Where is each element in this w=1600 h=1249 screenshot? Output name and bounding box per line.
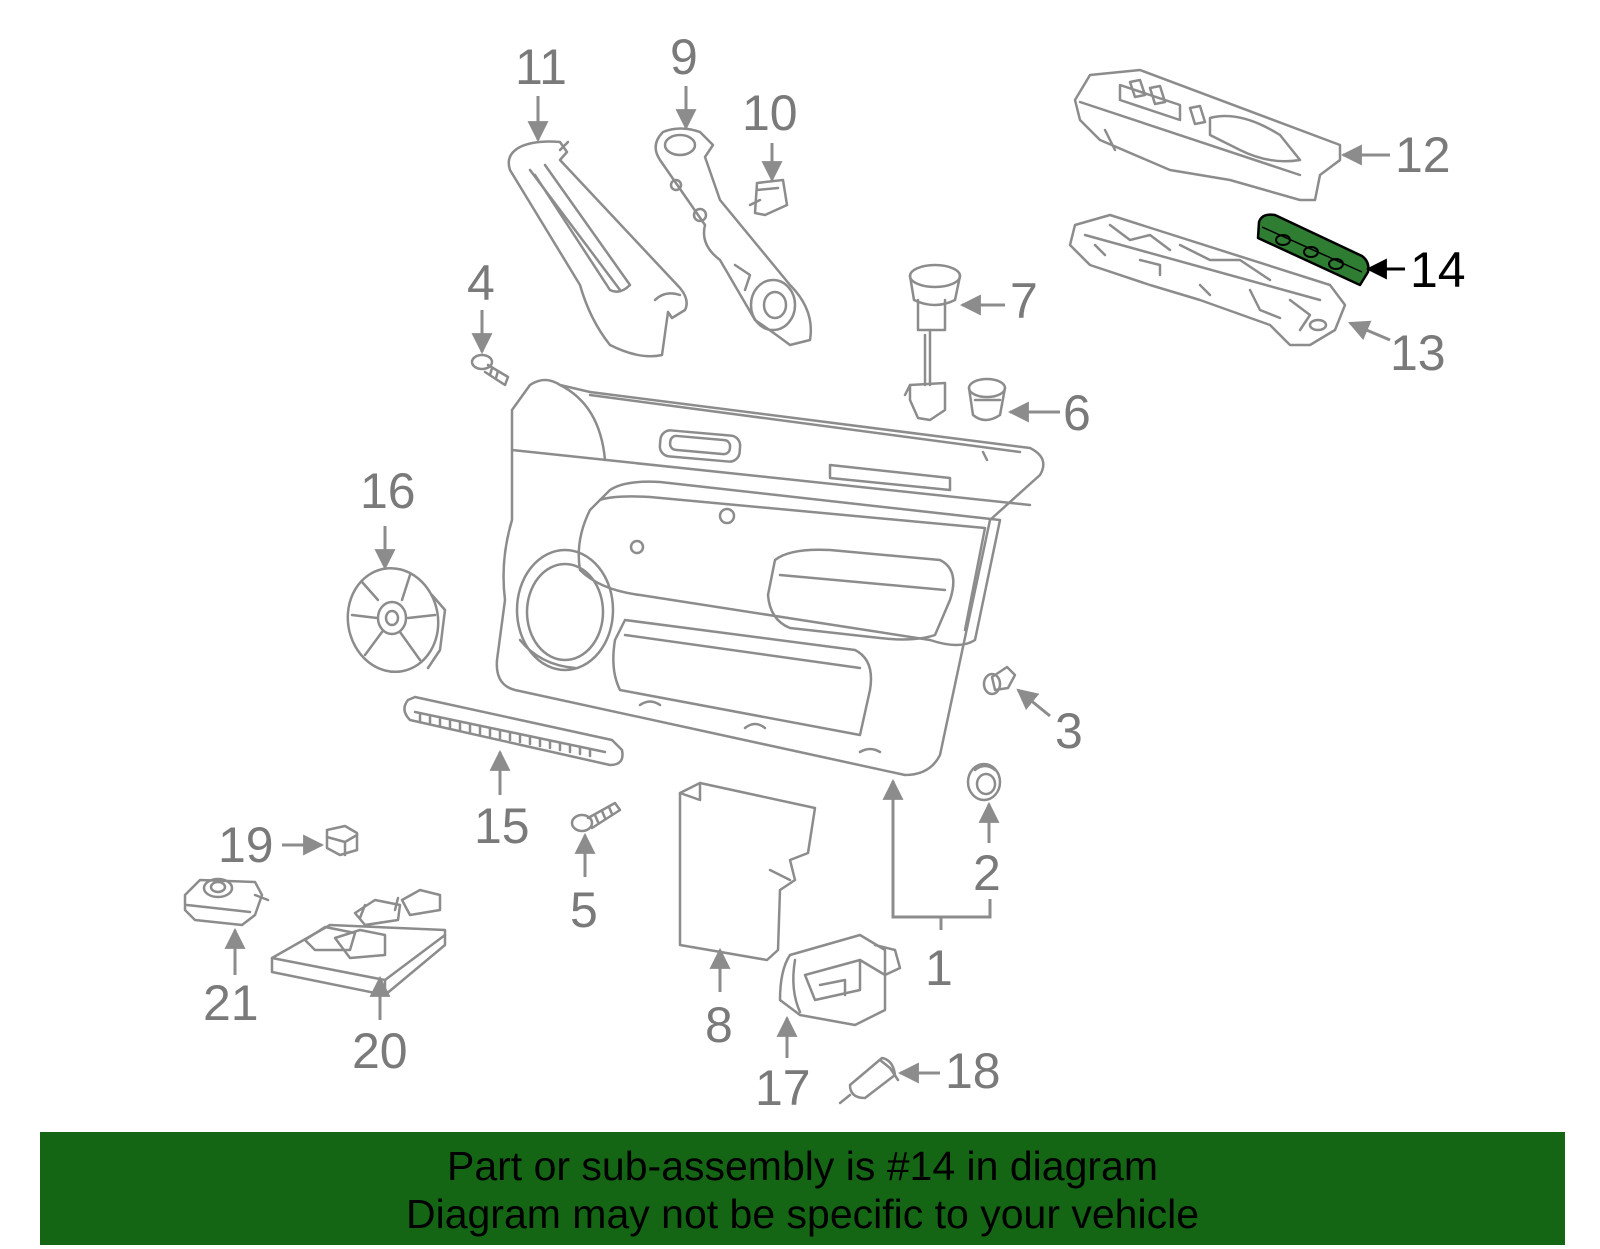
part-label-21: 21: [203, 975, 259, 1031]
clip-19: [325, 824, 359, 857]
panel-insert-8: [678, 781, 817, 962]
part-label-19: 19: [218, 817, 274, 873]
bulb-18: [838, 1056, 900, 1105]
part-label-18: 18: [945, 1043, 1001, 1099]
part-label-12: 12: [1395, 127, 1451, 183]
banner-line-1: Part or sub-assembly is #14 in diagram: [447, 1143, 1158, 1189]
door-trim-panel: [495, 378, 1045, 777]
part-label-3: 3: [1055, 703, 1083, 759]
switch-panel-14-highlighted: [1256, 213, 1370, 287]
part-label-20: 20: [352, 1023, 408, 1079]
part-label-4: 4: [467, 255, 495, 311]
parts-diagram: 11 9 10 12 14 13 4 7 6 16 3 15 2 5 1 19 …: [183, 29, 1466, 1116]
grommet-2: [966, 762, 1002, 802]
screw-4: [470, 353, 510, 387]
part-label-10: 10: [742, 85, 798, 141]
part-label-9: 9: [670, 29, 698, 85]
armrest-base-13: [1068, 213, 1347, 347]
part-label-2: 2: [973, 845, 1001, 901]
screw-5: [570, 801, 622, 833]
info-banner: Part or sub-assembly is #14 in diagram D…: [40, 1132, 1565, 1245]
weatherstrip-15: [403, 695, 624, 767]
part-label-7: 7: [1010, 273, 1038, 329]
part-label-8: 8: [705, 997, 733, 1053]
part-label-13: 13: [1390, 325, 1446, 381]
part-label-14: 14: [1410, 242, 1466, 298]
part-label-15: 15: [474, 798, 530, 854]
window-switch-20: [270, 888, 447, 997]
switch-housing-17: [778, 933, 902, 1027]
bushing-6: [967, 377, 1007, 422]
part-label-6: 6: [1063, 385, 1091, 441]
banner-line-2: Diagram may not be specific to your vehi…: [405, 1191, 1199, 1237]
part-label-5: 5: [570, 882, 598, 938]
part-label-11: 11: [515, 39, 567, 95]
part-label-16: 16: [360, 463, 416, 519]
switch-bezel-12: [1073, 68, 1342, 202]
part-label-1: 1: [925, 940, 953, 996]
part-label-17: 17: [755, 1060, 811, 1116]
switch-21: [183, 877, 270, 927]
handle-bracket: [654, 127, 813, 347]
clip-10: [748, 178, 789, 217]
speaker-16: [346, 566, 447, 674]
clip-3: [982, 665, 1017, 696]
pull-handle: [507, 140, 688, 358]
lock-rod: [903, 263, 962, 422]
callout-arrows: [224, 86, 1391, 1084]
